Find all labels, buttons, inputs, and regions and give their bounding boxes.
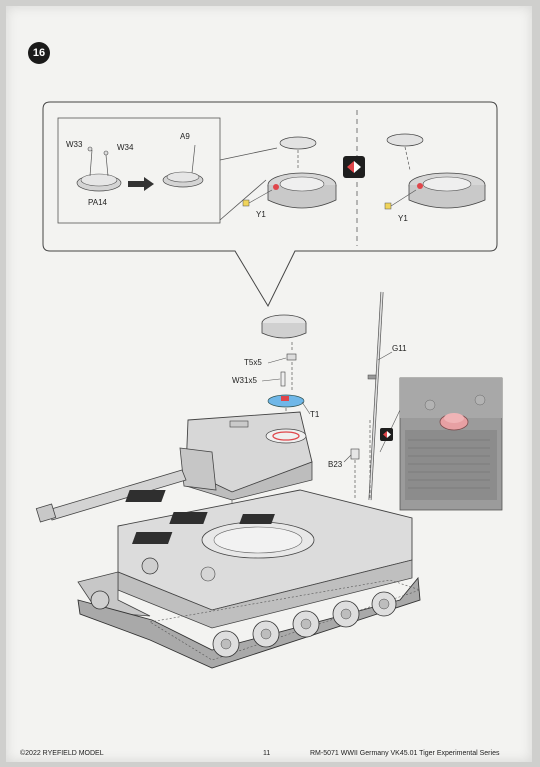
g11-leader [377,351,393,361]
cupola-option-right [384,133,486,210]
step-number: 16 [32,47,46,59]
label-w33: W33 [66,140,83,149]
footer-page-number: 11 [263,750,271,757]
label-a9: A9 [180,132,190,141]
step-number-badge: 16 [28,42,50,64]
sub-detail-box [57,117,221,224]
label-b23: B23 [328,460,343,469]
alternate-option-icon [343,156,365,178]
cupola-exploded-parts [261,314,307,425]
pa14-hatch-drawing [76,146,122,192]
label-w34: W34 [117,143,134,152]
label-t5x5: T5x5 [244,358,262,367]
alternate-option-icon-small [380,428,393,441]
b23-leader [343,454,352,463]
detail-inset-box [379,377,503,511]
callout-frame [42,101,498,308]
footer-copyright: ©2022 RYEFIELD MODEL [20,750,104,757]
turret-drawing [35,411,313,532]
t5x5-leader [267,357,287,364]
label-pa14: PA14 [88,198,107,207]
antenna-g11-drawing [367,291,384,501]
w31x5-leader [261,378,281,382]
label-t1: T1 [310,410,320,419]
t1-leader [301,401,311,415]
a9-hatch-drawing [162,144,204,188]
cupola-option-left [242,136,337,209]
label-w31x5: W31x5 [232,376,257,385]
label-y1-right: Y1 [398,214,408,223]
progress-arrow [128,177,154,191]
hull-drawing [77,489,421,669]
footer-series: RM-5071 WWII Germany VK45.01 Tiger Exper… [310,750,500,757]
sub-detail-pointer [219,147,278,161]
label-y1-left: Y1 [256,210,266,219]
label-g11: G11 [392,344,407,353]
b23-part-drawing [350,448,360,500]
